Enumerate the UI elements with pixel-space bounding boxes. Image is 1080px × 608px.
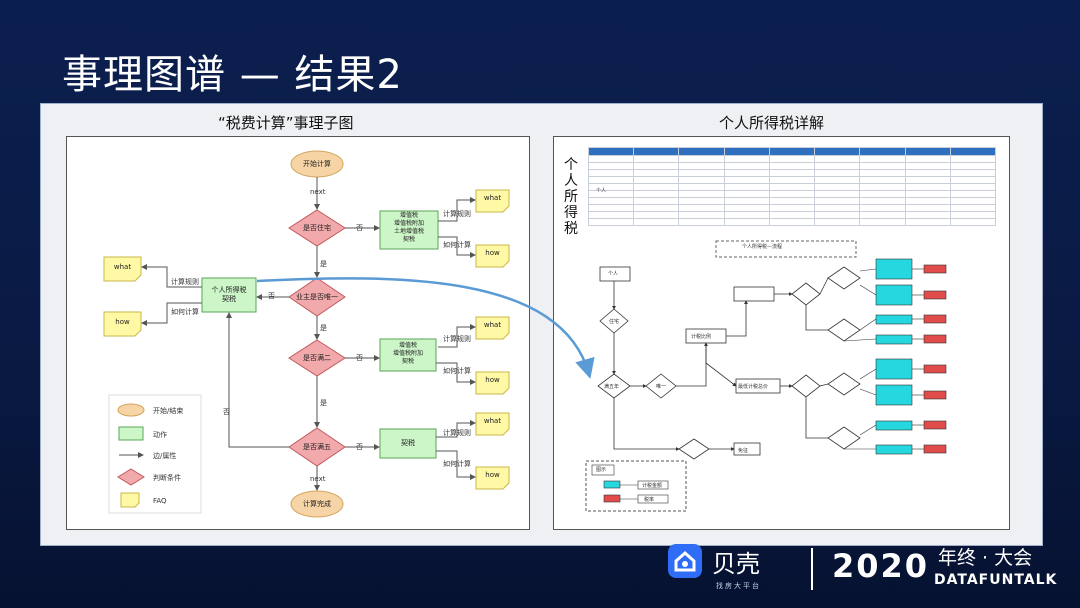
flow-act-rate-label: 计税比例 xyxy=(691,334,712,340)
brand-logo-icon xyxy=(668,544,702,578)
event-year: 2020 xyxy=(832,547,930,585)
edge-no-label-3: 否 xyxy=(356,354,363,362)
faq-what-3-label: what xyxy=(483,417,502,425)
edge-next-label-1: next xyxy=(310,188,326,196)
flow-legend-title: 图示 xyxy=(596,467,607,473)
flow-house-label: 住宅 xyxy=(609,319,620,325)
flow-legend-item1: 计税金额 xyxy=(642,483,663,489)
flow-legend-item2: 税率 xyxy=(644,497,655,503)
edge-no-label-4: 否 xyxy=(356,443,363,451)
flow-unique-label: 唯一 xyxy=(656,384,667,390)
action-taxes-1-label: 增值税 增值税附加 土地增值税 契税 xyxy=(393,212,424,243)
faq-how-1 xyxy=(475,244,510,268)
faq-what-1-label: what xyxy=(483,194,502,202)
faq-how-3 xyxy=(475,466,510,490)
action-deed-tax-label: 契税 xyxy=(401,439,415,447)
flow-legend-red-icon xyxy=(603,494,621,503)
brand-name: 贝壳 xyxy=(712,550,760,578)
flow-legend-title-box xyxy=(591,464,615,476)
flow-title: 个人所得税—流程 xyxy=(742,244,783,250)
legend-start-end-label: 开始/结束 xyxy=(153,407,184,415)
faq-how-left xyxy=(103,311,142,337)
flow-full5-label: 满五年 xyxy=(604,384,620,390)
edge-no-label-2: 否 xyxy=(268,292,275,300)
faq-how-left-label: how xyxy=(115,318,130,326)
left-subgraph-canvas xyxy=(103,150,510,518)
legend-action-icon xyxy=(118,426,144,441)
faq-what-2-label: what xyxy=(483,321,502,329)
end-node xyxy=(290,490,344,518)
legend-start-end-icon xyxy=(117,403,145,417)
legend-faq-icon xyxy=(120,492,140,508)
edge-calc-rule-label-1: 计算规则 xyxy=(443,210,471,218)
edge-next-label-2: next xyxy=(310,475,326,483)
faq-what-left xyxy=(103,256,142,282)
start-node-label: 开始计算 xyxy=(303,160,331,168)
flow-start-label: 个人 xyxy=(608,271,619,277)
brand-subtitle: 找房大平台 xyxy=(716,582,761,590)
faq-how-3-label: how xyxy=(485,471,500,479)
decision-over-five-label: 是否满五 xyxy=(303,443,331,451)
left-subgraph-title: “税费计算”事理子图 xyxy=(218,114,354,132)
event-name: 年终 · 大会 xyxy=(938,547,1033,569)
decision-over-two-label: 是否满二 xyxy=(303,354,331,362)
legend-box xyxy=(108,394,202,514)
content-panel: “税费计算”事理子图 xyxy=(40,103,1043,546)
faq-what-left-label: what xyxy=(113,263,132,271)
edge-yes-label-1: 是 xyxy=(320,260,327,268)
right-detail-frame: 个人所得税 个人 xyxy=(553,136,1010,530)
end-node-label: 计算完成 xyxy=(303,500,331,508)
legend-faq-label: FAQ xyxy=(153,497,167,505)
decision-is-residence-label: 是否住宅 xyxy=(303,224,331,232)
table-row-label: 个人 xyxy=(596,188,607,194)
edge-yes-label-3: 是 xyxy=(320,399,327,407)
legend-judge-label: 判断条件 xyxy=(153,474,181,482)
faq-what-3 xyxy=(475,412,510,436)
action-income-tax-label: 个人所得税 契税 xyxy=(211,286,247,303)
edge-how-calc-label-left: 如何计算 xyxy=(171,308,199,316)
edge-how-calc-label-2: 如何计算 xyxy=(443,367,471,375)
slide-title: 事理图谱 — 结果2 xyxy=(62,52,403,98)
edge-how-calc-label-3: 如何计算 xyxy=(443,460,471,468)
flow-act-calc-label: 最低计税总价 xyxy=(738,384,769,390)
left-subgraph-frame: 开始计算 计算完成 是否住宅 业主是否唯一 是否满二 是否满五 增值税 增值税附… xyxy=(66,136,530,530)
faq-what-1 xyxy=(475,189,510,213)
edge-calc-rule-label-2: 计算规则 xyxy=(443,335,471,343)
flow-legend-cyan-icon xyxy=(603,480,621,489)
flow-legend-box xyxy=(585,460,687,512)
income-tax-flow xyxy=(585,240,947,512)
edge-no-label-1: 否 xyxy=(356,224,363,232)
legend-edge-label: 边/属性 xyxy=(153,452,177,460)
edge-how-calc-label-1: 如何计算 xyxy=(443,241,471,249)
legend-judge-icon xyxy=(117,468,145,486)
flow-title-box xyxy=(715,240,857,258)
legend-action-label: 动作 xyxy=(153,431,167,439)
event-subtitle: DATAFUNTALK xyxy=(934,572,1058,588)
action-taxes-1 xyxy=(379,210,439,250)
faq-how-1-label: how xyxy=(485,249,500,257)
edge-calc-rule-label-left: 计算规则 xyxy=(171,278,199,286)
faq-how-2-label: how xyxy=(485,376,500,384)
edge-no-label-5: 否 xyxy=(223,408,230,416)
right-vertical-label: 个人所得税 xyxy=(564,157,578,237)
edge-yes-label-2: 是 xyxy=(320,324,327,332)
action-deed-tax xyxy=(379,428,437,459)
decision-owner-unique-label: 业主是否唯一 xyxy=(296,293,338,301)
income-tax-table xyxy=(587,147,997,226)
edge-calc-rule-label-3: 计算规则 xyxy=(443,429,471,437)
footer-divider xyxy=(811,548,813,590)
right-detail-title: 个人所得税详解 xyxy=(719,114,825,132)
flow-done-label: 免征 xyxy=(738,448,749,454)
action-taxes-2-label: 增值税 增值税附加 契税 xyxy=(392,342,423,365)
